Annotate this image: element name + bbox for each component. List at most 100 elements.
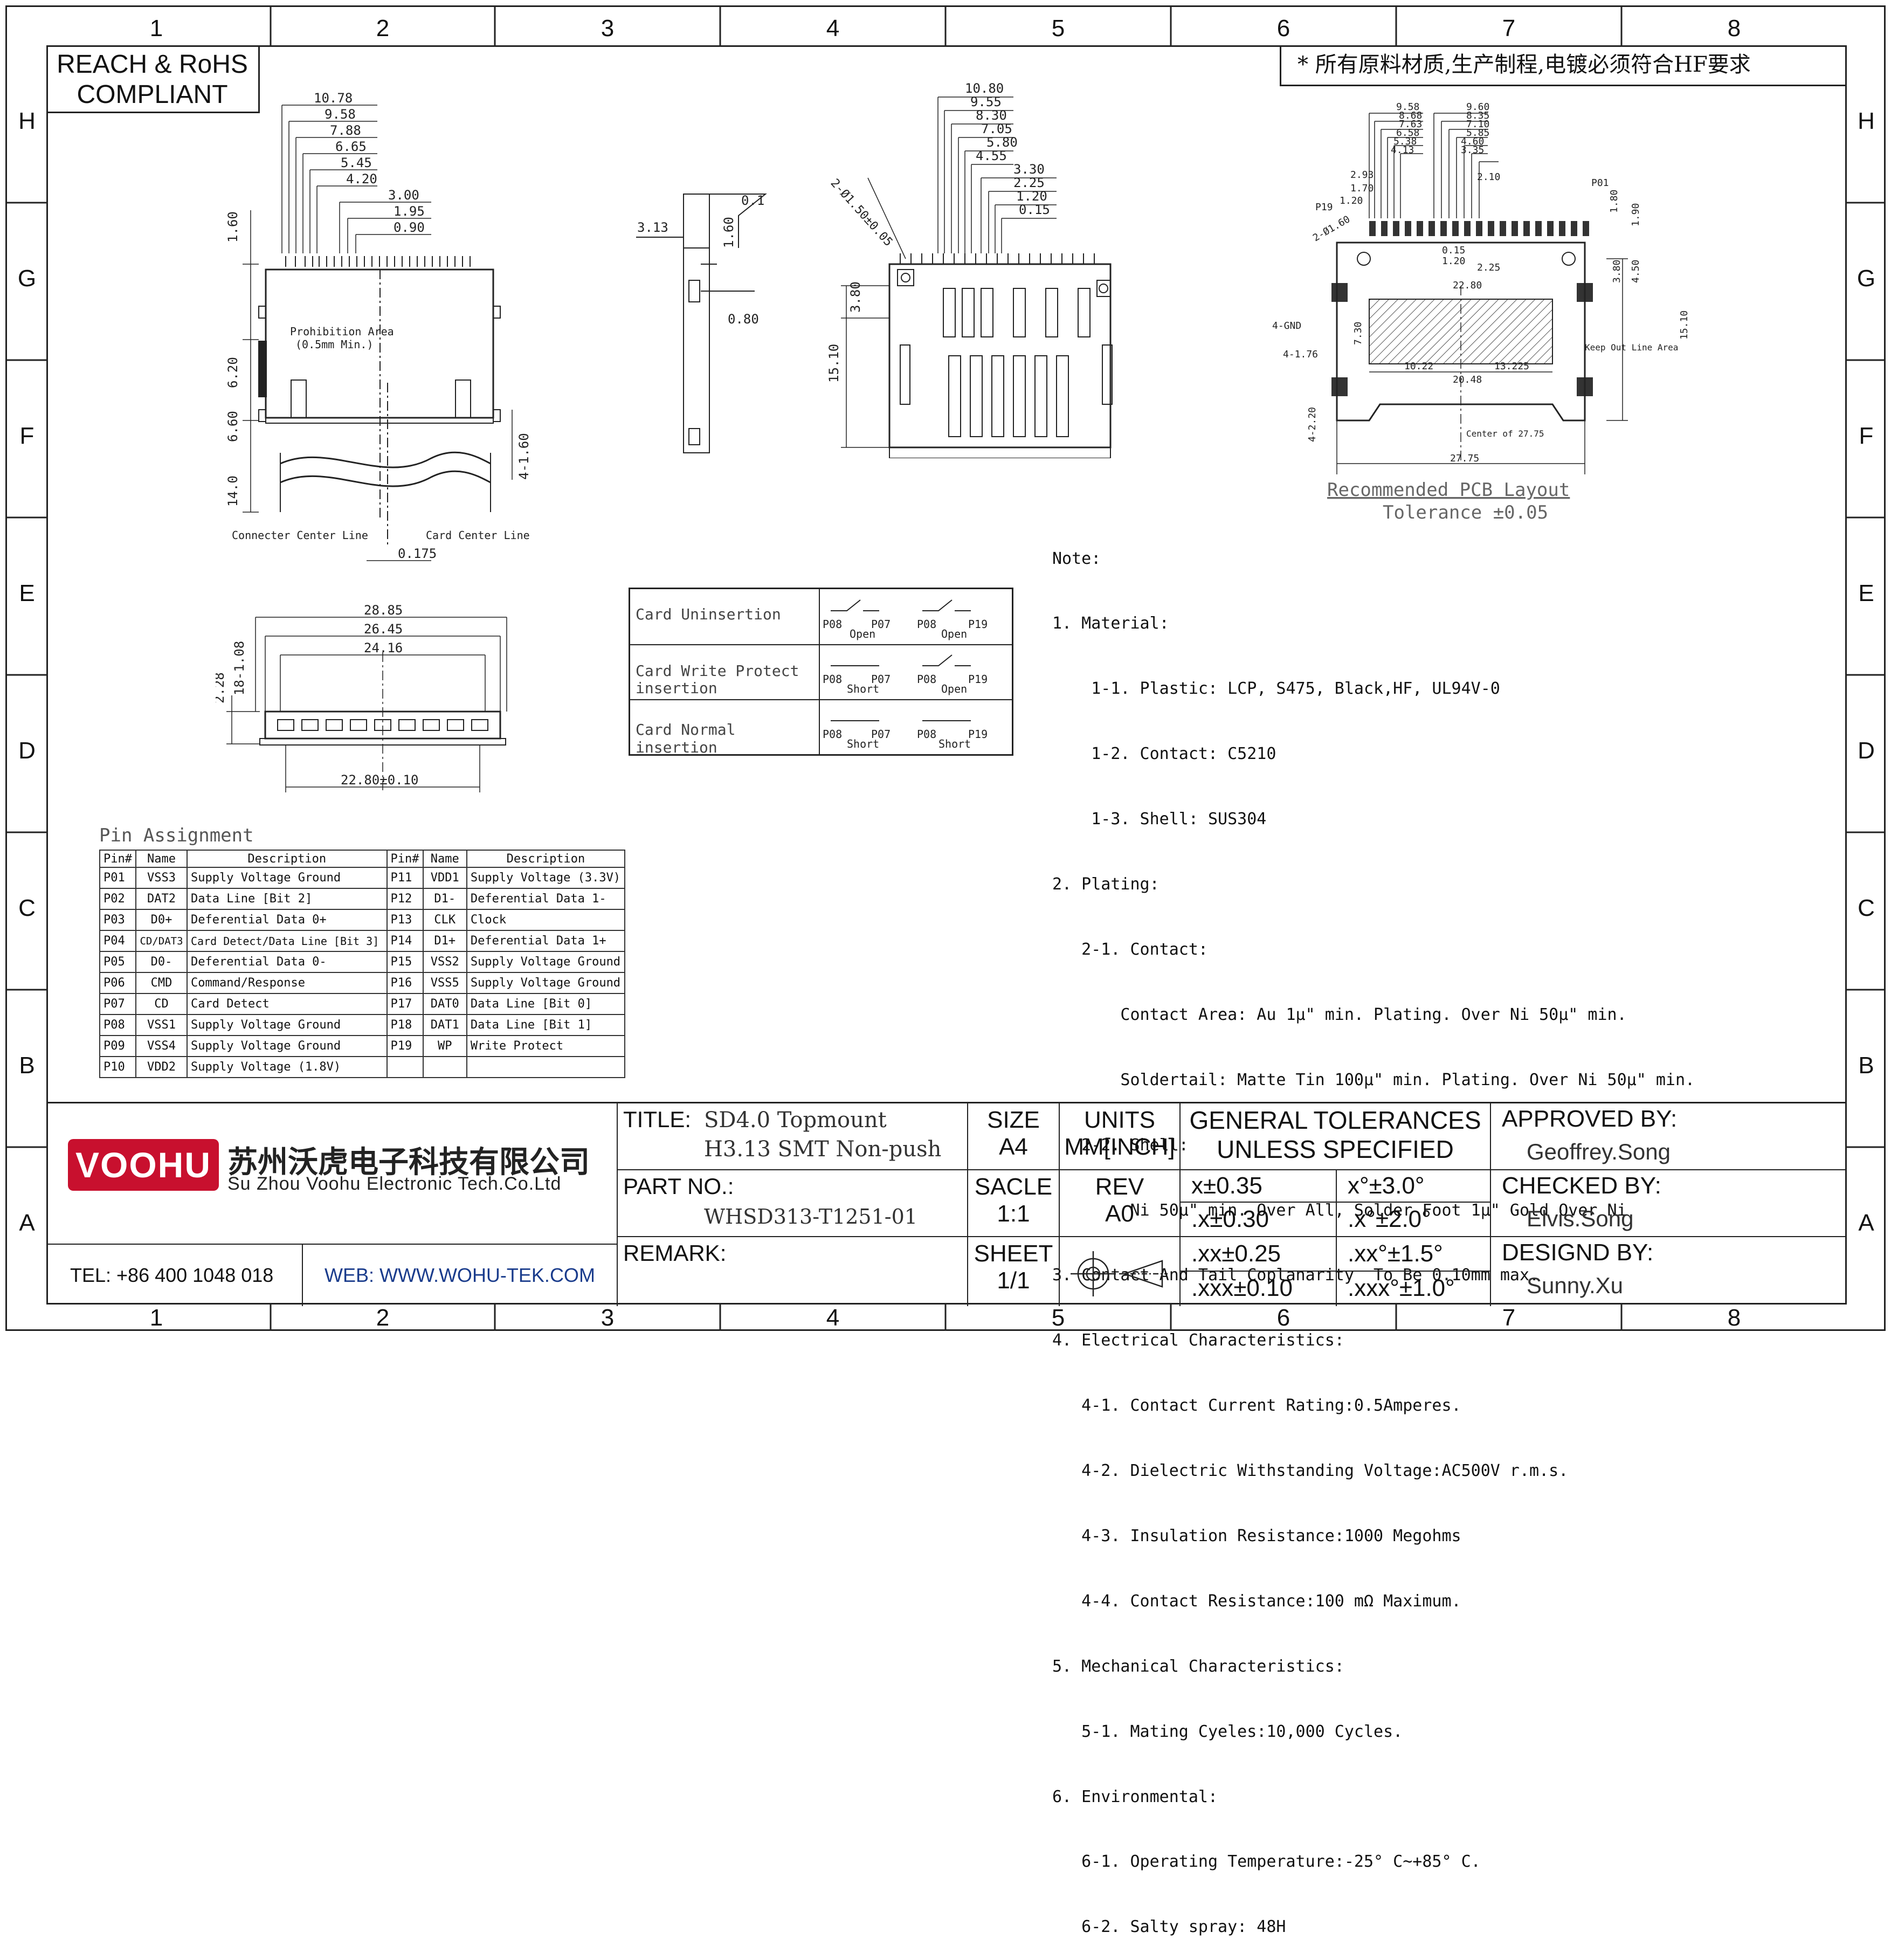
pcb-4-1-76: 4-1.76	[1283, 349, 1318, 360]
table-cell: P11	[386, 867, 424, 889]
table-cell: CD/DAT3	[135, 930, 188, 952]
sw1-r2-a: P08	[823, 673, 842, 686]
table-cell: Deferential Data 0+	[187, 909, 388, 931]
col-header: Description	[187, 850, 388, 868]
table-cell	[466, 1056, 626, 1078]
table-cell: Supply Voltage (1.8V)	[187, 1056, 388, 1078]
zone-row-a-right: A	[1858, 1210, 1874, 1236]
pcb-dim-0-15: 0.15	[1442, 245, 1465, 256]
tol-angle-3: .xxx°±1.0°	[1348, 1275, 1455, 1301]
dim-10-80: 10.80	[965, 81, 1004, 96]
pcb-dim-20-48: 20.48	[1453, 374, 1482, 385]
table-cell: P12	[386, 888, 424, 910]
dim-22-80: 22.80±0.10	[341, 772, 419, 788]
part-label: PART NO.:	[623, 1174, 734, 1199]
dim-26-45: 26.45	[364, 622, 403, 637]
title-line2: H3.13 SMT Non-push	[704, 1137, 942, 1162]
sw1-r3-b: P07	[871, 728, 891, 741]
dim-1-60-profile: 1.60	[721, 217, 736, 248]
side-profile-drawing: 3.13 0.1 1.60 0.80	[636, 193, 767, 453]
dim-6-60-v: 6.60	[225, 411, 240, 442]
dim-1-95: 1.95	[394, 204, 425, 219]
table-cell: Card Detect/Data Line [Bit 3]	[187, 930, 388, 952]
table-cell: Data Line [Bit 0]	[466, 993, 626, 1015]
dim-7-05: 7.05	[981, 121, 1012, 136]
rev-cell: REV A0	[1060, 1170, 1181, 1237]
web-cell: WEB: WWW.WOHU-TEK.COM	[303, 1245, 618, 1306]
sw1-r1-state: Open	[850, 627, 875, 640]
company-logo: VOOHU	[68, 1139, 219, 1191]
dim-5-80: 5.80	[986, 135, 1018, 150]
front-view-drawing: 28.85 26.45 24.16 22.80±0.10 2.28 18-1.0…	[216, 603, 507, 792]
note-line: 1-2. Contact: C5210	[1052, 744, 1276, 764]
part-cell: PART NO.: WHSD313-T1251-01	[618, 1170, 968, 1237]
rev-label: REV	[1095, 1174, 1144, 1200]
designed-cell: DESIGND BY: Sunny.Xu	[1491, 1237, 1847, 1306]
sw2-r3-b: P19	[968, 728, 988, 741]
table-cell: P14	[386, 930, 424, 952]
zone-row-f-right: F	[1859, 423, 1874, 449]
recommended-pcb-title: Recommended PCB Layout	[1327, 479, 1570, 501]
zone-col-6-top: 6	[1276, 15, 1290, 42]
size-value: A4	[999, 1134, 1028, 1160]
table-cell: P18	[386, 1014, 424, 1036]
note-line: 2-2. Shell:	[1052, 1135, 1189, 1155]
pcb-dim-right-2: 7.10	[1466, 119, 1489, 130]
size-cell: SIZE A4	[968, 1103, 1060, 1170]
table-cell: Supply Voltage Ground	[466, 972, 626, 994]
third-angle-projection-icon	[1071, 1251, 1168, 1296]
table-cell: Write Protect	[466, 1035, 626, 1057]
pin-assignment-title: Pin Assignment	[99, 825, 254, 846]
sw2-r2-a: P08	[917, 673, 936, 686]
pcb-4-2-20: 4-2.20	[1307, 407, 1318, 442]
prohibition-area-label: Prohibition Area	[290, 325, 394, 338]
zone-col-1-top: 1	[149, 15, 163, 42]
company-name-en: Su Zhou Voohu Electronic Tech.Co.Ltd	[227, 1174, 562, 1194]
pcb-dim-15-10: 15.10	[1679, 310, 1690, 340]
sheet-value: 1/1	[997, 1267, 1030, 1294]
table-cell: P19	[386, 1035, 424, 1057]
tol-cell: x°±3.0°	[1337, 1170, 1491, 1203]
table-header-row: Pin# Name Description Pin# Name Descript…	[99, 850, 626, 868]
keep-out-label: Keep Out Line Area	[1585, 342, 1678, 353]
table-cell: Deferential Data 0-	[187, 951, 388, 973]
hole-callout: 2-Ø1.50±0.05	[828, 176, 895, 249]
pcb-dim-left-2: 7.63	[1399, 119, 1422, 130]
general-tolerances-header: GENERAL TOLERANCES UNLESS SPECIFIED	[1181, 1103, 1491, 1170]
table-cell: P06	[99, 972, 136, 994]
table-cell	[386, 1056, 424, 1078]
web-link[interactable]: WEB: WWW.WOHU-TEK.COM	[325, 1264, 595, 1286]
note-line: Ni 50μ" min. Over All, Solder Foot 1μ" G…	[1052, 1200, 1627, 1220]
dim-18-1-08-v: 18-1.08	[232, 641, 247, 695]
pcb-dim-7-30: 7.30	[1352, 322, 1364, 345]
pcb-dim-1-20: 1.20	[1442, 256, 1465, 267]
pcb-dim-10-22: 10.22	[1404, 361, 1433, 372]
table-cell: D0-	[135, 951, 188, 973]
sheet-cell: SHEET 1/1	[968, 1237, 1060, 1306]
note-line: Soldertail: Matte Tin 100μ" min. Plating…	[1052, 1070, 1695, 1089]
pcb-dim-left-8: 1.20	[1340, 195, 1363, 206]
compliance-box: REACH & RoHS COMPLIANT	[46, 45, 260, 113]
sw1-r3-a: P08	[823, 728, 842, 741]
zone-col-4-bottom: 4	[826, 1305, 840, 1331]
checked-cell: CHECKED BY: Elvis.Song	[1491, 1170, 1847, 1237]
zone-row-h-right: H	[1858, 108, 1875, 134]
note-line: 1. Material:	[1052, 614, 1169, 633]
table-cell: VSS3	[135, 867, 188, 889]
zone-row-h-left: H	[18, 108, 36, 134]
table-cell: Supply Voltage (3.3V)	[466, 867, 626, 889]
note-line: 4-2. Dielectric Withstanding Voltage:AC5…	[1052, 1461, 1569, 1481]
checked-name: Elvis.Song	[1527, 1206, 1634, 1231]
col-header: Pin#	[99, 850, 136, 868]
pcb-dim-right-3: 5.85	[1466, 127, 1489, 139]
dim-6-20-v: 6.20	[225, 357, 240, 388]
tol-cell: .xx°±1.5°	[1337, 1237, 1491, 1272]
note-line: 2. Plating:	[1052, 875, 1160, 894]
scale-value: 1:1	[997, 1200, 1030, 1227]
note-line: 4. Electrical Characteristics:	[1052, 1331, 1344, 1350]
table-cell: CLK	[422, 909, 467, 931]
dim-0-90: 0.90	[394, 220, 425, 235]
